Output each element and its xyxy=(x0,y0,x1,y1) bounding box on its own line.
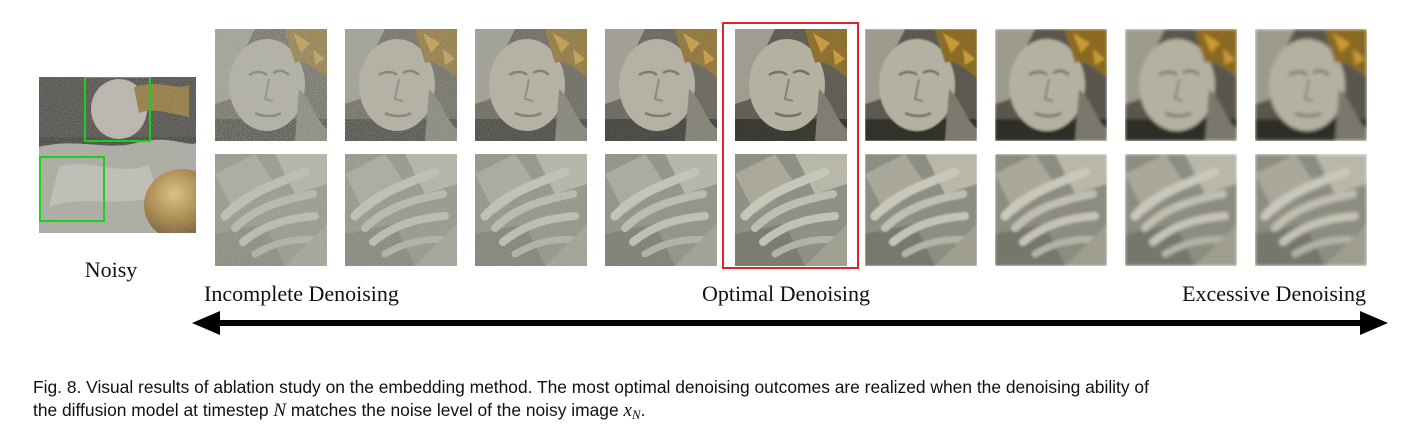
face-crop-6 xyxy=(865,29,977,141)
hand-crop-7 xyxy=(995,154,1107,266)
hand-crop-9 xyxy=(1255,154,1367,266)
face-crop-5 xyxy=(735,29,847,141)
excessive-denoising-label: Excessive Denoising xyxy=(1182,281,1366,306)
caption-line-1: Fig. 8. Visual results of ablation study… xyxy=(33,377,1149,397)
hand-roi-box xyxy=(39,156,105,222)
double-arrow-icon xyxy=(192,311,1388,335)
face-crop-1 xyxy=(215,29,327,141)
hand-crop-5 xyxy=(735,154,847,266)
face-crop-7 xyxy=(995,29,1107,141)
hand-crop-8 xyxy=(1125,154,1237,266)
hand-crop-6 xyxy=(865,154,977,266)
face-crop-9 xyxy=(1255,29,1367,141)
optimal-highlight-box xyxy=(722,22,859,269)
hand-crop-1 xyxy=(215,154,327,266)
face-roi-box xyxy=(84,77,151,142)
face-crop-3 xyxy=(475,29,587,141)
incomplete-denoising-label: Incomplete Denoising xyxy=(204,281,399,306)
noisy-label: Noisy xyxy=(84,257,138,282)
math-x-N: xN xyxy=(623,400,641,422)
figure-caption: Fig. 8. Visual results of ablation study… xyxy=(33,376,1413,426)
noisy-input-image xyxy=(39,77,196,233)
caption-line-2: the diffusion model at timestep N matche… xyxy=(33,400,646,422)
face-crop-2 xyxy=(345,29,457,141)
face-crop-8 xyxy=(1125,29,1237,141)
hand-crop-4 xyxy=(605,154,717,266)
hand-crop-2 xyxy=(345,154,457,266)
face-crop-4 xyxy=(605,29,717,141)
math-N: N xyxy=(273,400,287,421)
optimal-denoising-label: Optimal Denoising xyxy=(701,281,871,306)
hand-crop-3 xyxy=(475,154,587,266)
